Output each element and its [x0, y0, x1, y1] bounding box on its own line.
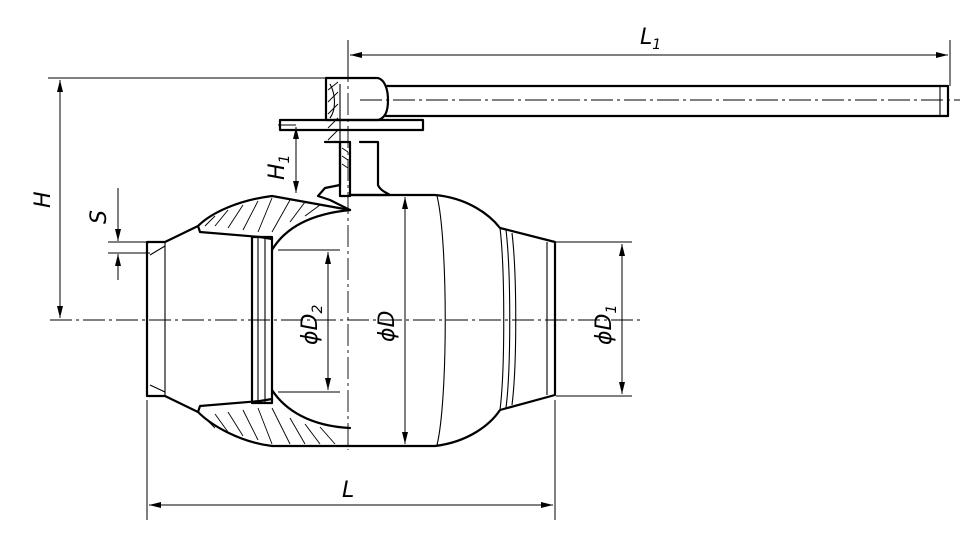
centerlines [50, 60, 960, 450]
cavity-lower [270, 388, 352, 430]
handle-head [324, 76, 390, 122]
body-ring-line-3 [511, 232, 517, 406]
dimension-labels: L1 L H H1 S ϕD ϕD1 ϕD2 [31, 25, 661, 503]
end-chamfer-lines [149, 245, 166, 393]
handle-head-curve [329, 83, 336, 119]
label-D: ϕD [375, 311, 400, 342]
body-outer-left [145, 194, 352, 448]
body-outer-right [348, 193, 557, 448]
label-L1: L1 [640, 25, 661, 53]
neck-right [348, 140, 392, 197]
stem-thread-hatching [341, 147, 349, 169]
valve-body [145, 193, 557, 448]
stem-assembly [278, 76, 950, 212]
body-ring-line-2 [505, 229, 511, 409]
label-S: S [87, 210, 112, 224]
body-inner-lower [196, 397, 274, 414]
seat-ring [250, 235, 274, 405]
label-D1: ϕD1 [592, 305, 620, 345]
body-ring-line-1 [499, 227, 505, 411]
label-H1: H1 [265, 155, 293, 180]
stem [338, 140, 352, 198]
handle-bar [384, 84, 950, 118]
handle-head-hatching [327, 81, 339, 141]
mounting-flange [278, 118, 425, 132]
neck-left [316, 140, 352, 212]
cavity-upper [270, 208, 352, 252]
dimension-lines [48, 40, 951, 520]
label-L: L [342, 478, 354, 503]
body-sphere-edge [436, 195, 446, 446]
section-hatching [204, 197, 336, 445]
label-H: H [31, 191, 56, 208]
label-D2: ϕD2 [298, 305, 326, 345]
